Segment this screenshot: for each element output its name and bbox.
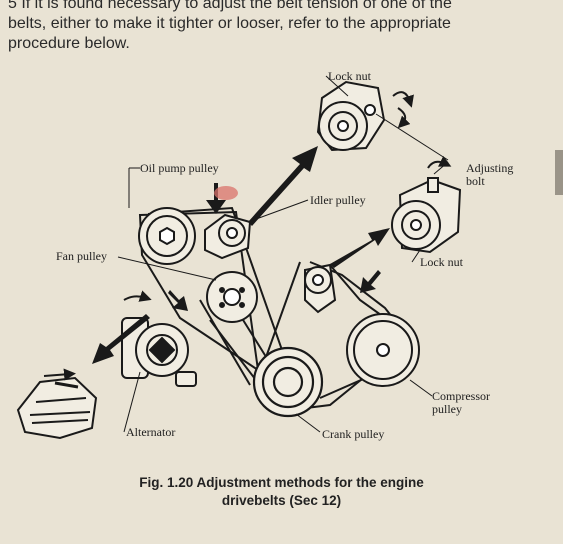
compressor-pulley bbox=[346, 313, 420, 387]
oil-pump-pulley bbox=[138, 207, 196, 265]
label-adjusting-bolt-line-1: Adjusting bbox=[466, 161, 514, 175]
leader-lines bbox=[117, 75, 449, 433]
intro-line-2: belts, either to make it tighter or loos… bbox=[8, 15, 451, 32]
caption-line-2: drivebelts (Sec 12) bbox=[221, 493, 342, 508]
crank-pulley bbox=[252, 346, 324, 418]
caption-line-1: Fig. 1.20 Adjustment methods for the eng… bbox=[139, 475, 424, 490]
label-fan-pulley: Fan pulley bbox=[56, 249, 107, 263]
alternator bbox=[121, 317, 197, 387]
label-oil-pump-pulley: Oil pump pulley bbox=[140, 161, 219, 175]
label-lock-nut-right: Lock nut bbox=[420, 255, 463, 269]
intro-line-1: 5 If it is found necessary to adjust the… bbox=[8, 0, 452, 12]
power-steering-pump bbox=[316, 80, 386, 152]
label-lock-nut-top: Lock nut bbox=[328, 69, 371, 83]
label-compressor-pulley-line-2: pulley bbox=[432, 402, 462, 416]
label-alternator: Alternator bbox=[126, 425, 176, 439]
idler-pulley-right bbox=[304, 263, 337, 314]
label-compressor-pulley: Compressor pulley bbox=[432, 390, 490, 416]
page-edge-tab bbox=[555, 150, 563, 195]
label-adjusting-bolt: Adjusting bolt bbox=[466, 162, 513, 188]
figure-caption: Fig. 1.20 Adjustment methods for the eng… bbox=[0, 474, 563, 510]
label-idler-pulley: Idler pulley bbox=[310, 193, 366, 207]
fan-pulley bbox=[206, 271, 258, 323]
compressor-assembly bbox=[391, 177, 462, 254]
label-crank-pulley: Crank pulley bbox=[322, 427, 385, 441]
label-adjusting-bolt-line-2: bolt bbox=[466, 174, 485, 188]
ink-stain bbox=[214, 186, 238, 200]
intro-paragraph: 5 If it is found necessary to adjust the… bbox=[8, 0, 548, 54]
rotation-arrows bbox=[43, 91, 452, 381]
intro-line-3: procedure below. bbox=[8, 35, 130, 52]
alternator-detail bbox=[16, 376, 98, 440]
label-compressor-pulley-line-1: Compressor bbox=[432, 389, 490, 403]
idler-pulley-upper bbox=[204, 213, 252, 260]
direction-arrows bbox=[92, 146, 390, 364]
